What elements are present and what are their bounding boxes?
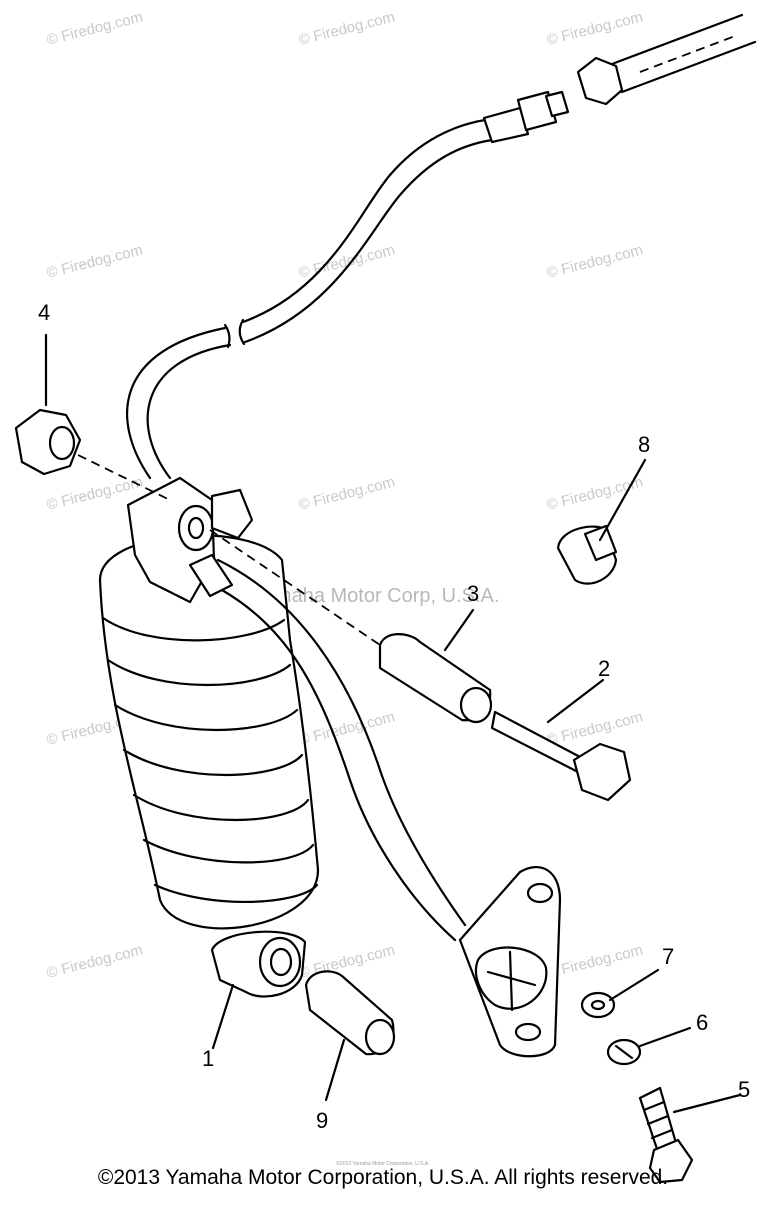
watermark: © Firedog.com [297, 474, 397, 514]
watermarks: © Firedog.com © Firedog.com © Firedog.co… [45, 9, 645, 982]
callout-8: 8 [638, 432, 650, 457]
callout-5: 5 [738, 1077, 750, 1102]
part-7-washer [580, 991, 616, 1019]
part-3-collar [209, 529, 493, 724]
watermark: © Firedog.com [297, 9, 397, 49]
callouts: 4 3 2 8 7 6 5 1 9 [38, 300, 750, 1133]
upper-hose [126, 13, 757, 480]
callout-7: 7 [662, 944, 674, 969]
callout-6: 6 [696, 1010, 708, 1035]
part-6-spring-washer [606, 1038, 642, 1066]
watermark: © Firedog.com [297, 242, 397, 282]
watermark: © Firedog.com [545, 474, 645, 514]
watermark: © Firedog.com [545, 709, 645, 749]
callout-2: 2 [598, 656, 610, 681]
shock-absorber [98, 476, 320, 998]
callout-3: 3 [467, 581, 479, 606]
callout-9: 9 [316, 1108, 328, 1133]
callout-4: 4 [38, 300, 50, 325]
part-5-screw [638, 1086, 694, 1184]
part-9-collar [304, 970, 396, 1056]
watermark: © Firedog.com [45, 942, 145, 982]
part-2-bolt [490, 710, 632, 802]
leader-lines [44, 333, 742, 1114]
small-print: ©2013 Yamaha Motor Corporation, U.S.A. [336, 1161, 430, 1167]
part-8-clamp [556, 524, 618, 585]
adjuster-hose [188, 553, 562, 1058]
watermark: © Firedog.com [545, 942, 645, 982]
watermark: © Firedog.com [297, 709, 397, 749]
part-4-nut [14, 408, 171, 501]
callout-1: 1 [202, 1046, 214, 1071]
copyright-footer: ©2013 Yamaha Motor Corporation, U.S.A. A… [97, 1166, 669, 1189]
watermark: © Firedog.com [45, 242, 145, 282]
watermark: © Firedog.com [45, 9, 145, 49]
watermark: © Firedog.com [545, 9, 645, 49]
watermark: © Firedog.com [545, 242, 645, 282]
